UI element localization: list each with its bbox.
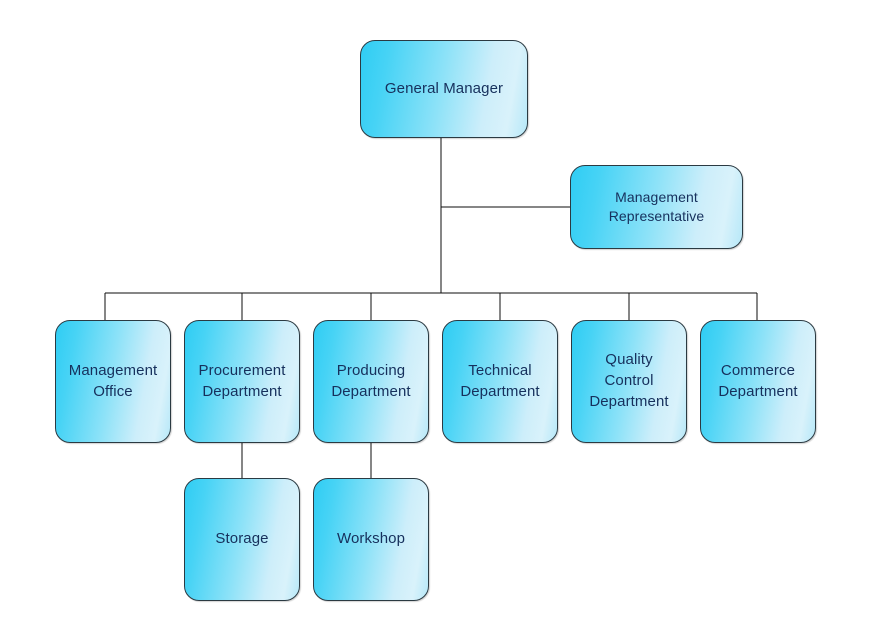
node-technical-department[interactable]: Technical Department <box>442 320 558 443</box>
node-quality-control-department[interactable]: Quality Control Department <box>571 320 687 443</box>
node-commerce-department-label: Commerce Department <box>718 361 798 400</box>
node-storage[interactable]: Storage <box>184 478 300 601</box>
node-procurement-department[interactable]: Procurement Department <box>184 320 300 443</box>
node-commerce-department[interactable]: Commerce Department <box>700 320 816 443</box>
node-procurement-department-label: Procurement Department <box>198 361 286 400</box>
node-workshop-label: Workshop <box>336 530 406 548</box>
node-general-manager-label: General Manager <box>384 79 504 97</box>
node-quality-control-department-label: Quality Control Department <box>589 351 669 410</box>
node-workshop[interactable]: Workshop <box>313 478 429 601</box>
node-producing-department-label: Producing Department <box>331 361 411 400</box>
node-management-representative[interactable]: Management Representative <box>570 165 743 249</box>
node-producing-department[interactable]: Producing Department <box>313 320 429 443</box>
node-general-manager[interactable]: General Manager <box>360 40 528 138</box>
node-technical-department-label: Technical Department <box>460 361 540 400</box>
node-management-office[interactable]: Management Office <box>55 320 171 443</box>
node-storage-label: Storage <box>215 530 269 548</box>
node-management-representative-label: Management Representative <box>608 188 705 224</box>
node-management-office-label: Management Office <box>68 361 158 400</box>
